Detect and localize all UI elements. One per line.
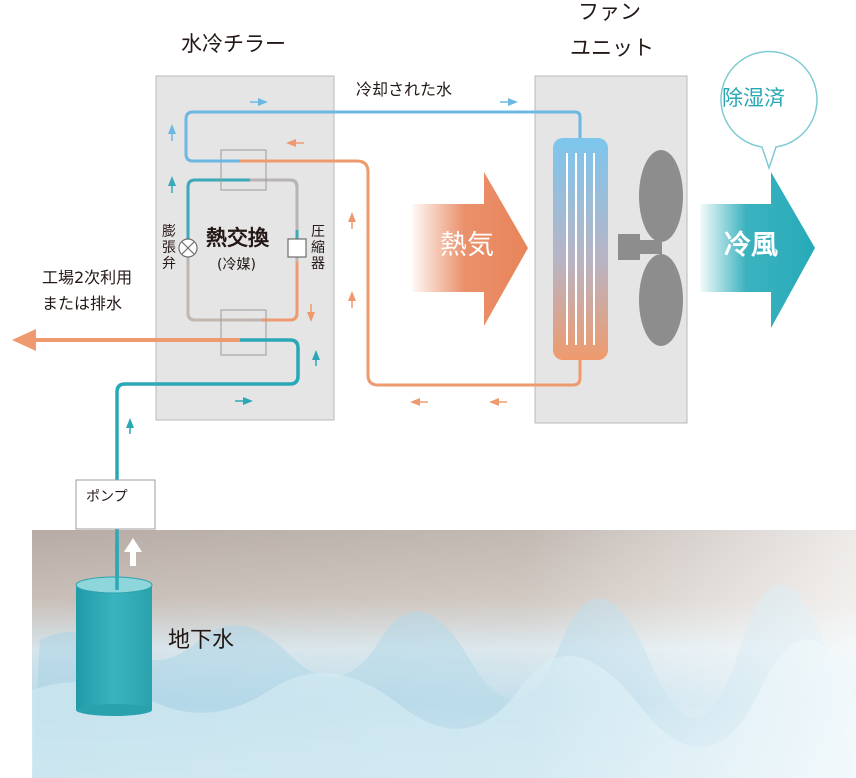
- chiller-label: 水冷チラー: [181, 32, 286, 56]
- fan-icon: [618, 150, 683, 346]
- cool-air-label: 冷風: [724, 230, 778, 261]
- cooled-water-pipe: [184, 110, 582, 163]
- dehumidified-label: 除湿済: [722, 86, 785, 110]
- hot-air-arrow: [412, 172, 528, 326]
- refrigerant-label: (冷媒): [217, 257, 256, 273]
- groundwater-label: 地下水: [168, 628, 235, 653]
- compressor-symbol: [287, 238, 307, 258]
- heat-exchange-label: 熱交換: [206, 226, 269, 250]
- groundwater-supply-pipe: [115, 338, 300, 482]
- fan-coil: [553, 138, 608, 360]
- heat-exchanger-plate-top: [220, 149, 267, 191]
- expansion-valve-label: 膨張弁: [162, 224, 176, 272]
- warm-water-return-pipe: [240, 159, 582, 387]
- fan-unit-label-line2: ユニット: [570, 36, 654, 60]
- flow-arrows: [126, 98, 518, 434]
- cool-air-arrow: [700, 172, 815, 328]
- compressor-label: 圧縮器: [311, 224, 325, 272]
- dehumidified-bubble: [720, 50, 818, 171]
- hot-air-label: 熱気: [440, 230, 494, 261]
- pump-suction-arrow: [124, 538, 142, 566]
- pump-label: ポンプ: [86, 489, 128, 505]
- cooled-water-label: 冷却された水: [356, 80, 453, 99]
- reuse-label-line2: または排水: [42, 294, 123, 313]
- groundwater-tank: [75, 576, 153, 716]
- expansion-valve-symbol: [178, 238, 198, 258]
- reuse-label-line1: 工場2次利用: [42, 268, 133, 287]
- pump-box: [75, 479, 156, 530]
- heat-exchanger-plate-bottom: [220, 309, 267, 356]
- underground-water-background: [32, 530, 856, 778]
- fan-unit-label-line1: ファン: [578, 0, 641, 24]
- discharge-arrowhead: [12, 329, 36, 351]
